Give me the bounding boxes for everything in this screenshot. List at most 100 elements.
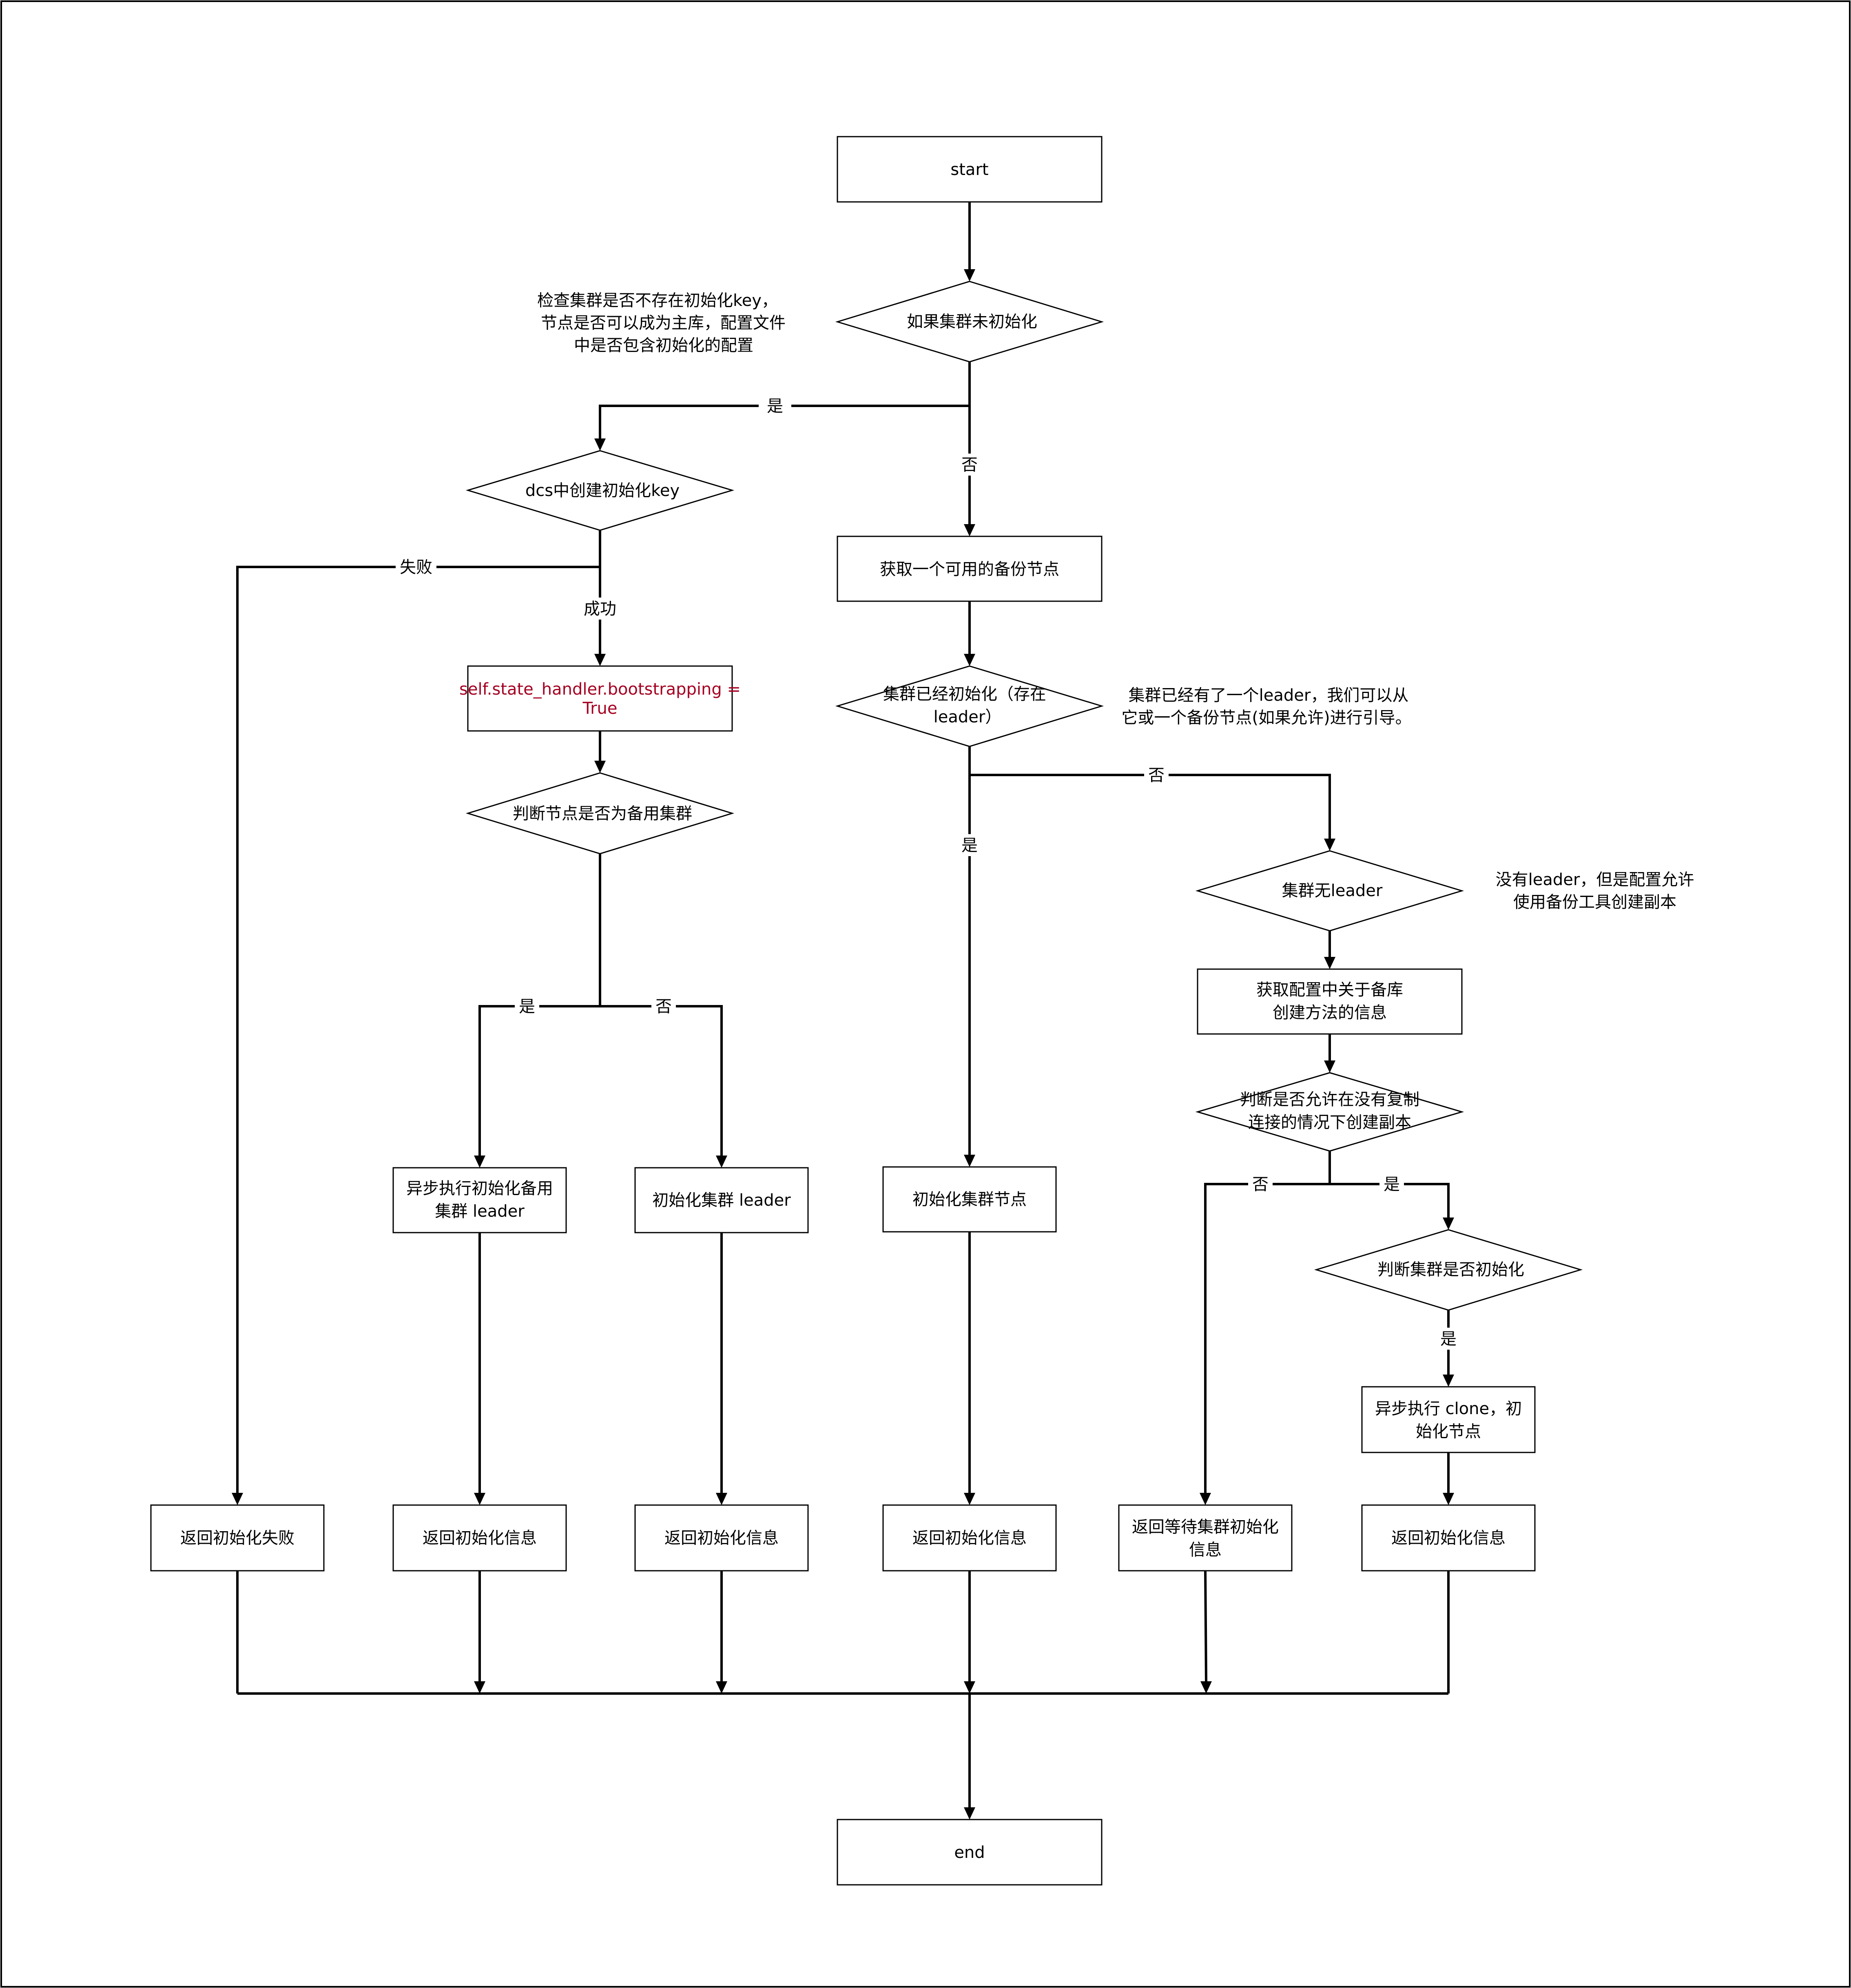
process-get-config: 获取配置中关于备库 创建方法的信息 [1197, 968, 1463, 1035]
svg-text:返回初始化失败: 返回初始化失败 [180, 1529, 294, 1547]
svg-text:self.state_handler.bootstrappi: self.state_handler.bootstrapping = [459, 680, 741, 699]
arrow-backup [964, 524, 975, 536]
decision-dcs-create: dcs中创建初始化key [465, 450, 735, 531]
svg-text:leader）: leader） [934, 708, 1002, 726]
arrow-bootstrapping [594, 654, 606, 666]
note-no-leader: 没有leader，但是配置允许 使用备份工具创建副本 [1496, 870, 1694, 912]
svg-text:否: 否 [655, 997, 672, 1016]
arrow-ret1 [474, 1493, 485, 1505]
edge-label-inited-no: 否 [1144, 764, 1169, 786]
svg-text:是: 是 [1440, 1330, 1457, 1348]
decision-uninit: 如果集群未初始化 [835, 281, 1104, 363]
svg-text:返回初始化信息: 返回初始化信息 [664, 1529, 779, 1547]
svg-text:否: 否 [1252, 1175, 1269, 1194]
end-node: end [837, 1819, 1103, 1886]
edge-ret-wait-merge [1204, 1570, 1207, 1682]
svg-text:始化节点: 始化节点 [1416, 1422, 1481, 1441]
svg-text:判断节点是否为备用集群: 判断节点是否为备用集群 [513, 804, 692, 823]
svg-text:是: 是 [961, 836, 978, 855]
decision-check-inited: 判断集群是否初始化 [1314, 1229, 1583, 1311]
arrow-merge-3 [964, 1681, 975, 1694]
edge-standby-no [600, 1005, 723, 1156]
edge-labels: 是 否 失败 成功 否 是 是 否 [396, 395, 1461, 1350]
arrow-inited [964, 654, 975, 666]
svg-text:使用备份工具创建副本: 使用备份工具创建副本 [1513, 893, 1676, 912]
svg-text:异步执行初始化备用: 异步执行初始化备用 [406, 1179, 553, 1198]
edge-label-uninit-yes: 是 [759, 395, 791, 417]
svg-text:否: 否 [1148, 766, 1165, 785]
arrow-ret2 [716, 1493, 727, 1505]
arrow-config [1324, 957, 1335, 969]
edges [232, 202, 1454, 1820]
svg-text:集群 leader: 集群 leader [435, 1202, 525, 1221]
arrow-check [1443, 1218, 1454, 1230]
svg-text:dcs中创建初始化key: dcs中创建初始化key [525, 481, 680, 500]
process-bootstrapping: self.state_handler.bootstrapping = True [459, 665, 741, 732]
arrow-async-standby [474, 1156, 485, 1168]
edge-label-uninit-no: 否 [957, 454, 982, 476]
edge-label-allow-no: 否 [1248, 1173, 1273, 1195]
svg-text:信息: 信息 [1189, 1541, 1222, 1559]
svg-text:成功: 成功 [584, 600, 616, 618]
note-check-conditions: 检查集群是否不存在初始化key， 节点是否可以成为主库，配置文件 中是否包含初始… [537, 291, 786, 355]
arrow-no-leader [1324, 839, 1335, 851]
arrow-clone [1443, 1375, 1454, 1387]
svg-text:没有leader，但是配置允许: 没有leader，但是配置允许 [1496, 870, 1694, 889]
edge-label-allow-yes: 是 [1379, 1173, 1404, 1195]
decision-inited: 集群已经初始化（存在 leader） [835, 665, 1104, 747]
edge-allow-yes [1330, 1183, 1450, 1218]
svg-text:集群已经初始化（存在: 集群已经初始化（存在 [883, 685, 1046, 704]
svg-text:集群无leader: 集群无leader [1282, 881, 1383, 900]
svg-text:连接的情况下创建副本: 连接的情况下创建副本 [1248, 1113, 1411, 1132]
svg-text:end: end [954, 1843, 985, 1862]
decision-no-leader: 集群无leader [1195, 850, 1464, 932]
svg-text:判断集群是否初始化: 判断集群是否初始化 [1377, 1260, 1524, 1279]
svg-text:True: True [582, 699, 618, 718]
edge-label-check-yes: 是 [1436, 1328, 1461, 1350]
process-init-cluster-node: 初始化集群节点 [882, 1166, 1057, 1233]
edge-label-dcs-fail: 失败 [396, 556, 436, 578]
return-init-info-2: 返回初始化信息 [634, 1504, 809, 1572]
svg-text:返回初始化信息: 返回初始化信息 [1391, 1529, 1506, 1547]
svg-text:初始化集群节点: 初始化集群节点 [912, 1190, 1027, 1209]
svg-text:异步执行 clone，初: 异步执行 clone，初 [1375, 1399, 1522, 1418]
svg-text:创建方法的信息: 创建方法的信息 [1273, 1003, 1387, 1022]
return-wait-init: 返回等待集群初始化 信息 [1118, 1504, 1293, 1572]
svg-text:判断是否允许在没有复制: 判断是否允许在没有复制 [1240, 1090, 1419, 1109]
arrow-ret4 [1443, 1493, 1454, 1505]
svg-text:返回初始化信息: 返回初始化信息 [423, 1529, 537, 1547]
svg-text:它或一个备份节点(如果允许)进行引导。: 它或一个备份节点(如果允许)进行引导。 [1121, 708, 1411, 727]
svg-text:否: 否 [961, 456, 978, 474]
process-async-standby-leader: 异步执行初始化备用 集群 leader [392, 1167, 567, 1233]
svg-text:获取配置中关于备库: 获取配置中关于备库 [1256, 981, 1403, 999]
svg-text:节点是否可以成为主库，配置文件: 节点是否可以成为主库，配置文件 [541, 314, 786, 332]
svg-text:初始化集群 leader: 初始化集群 leader [652, 1191, 791, 1210]
edge-standby-yes [478, 854, 601, 1156]
return-init-failed: 返回初始化失败 [150, 1504, 325, 1572]
arrow-ret-fail [232, 1493, 243, 1505]
svg-text:是: 是 [519, 997, 535, 1016]
annotations: 检查集群是否不存在初始化key， 节点是否可以成为主库，配置文件 中是否包含初始… [537, 291, 1694, 912]
svg-text:集群已经有了一个leader，我们可以从: 集群已经有了一个leader，我们可以从 [1129, 686, 1409, 705]
edge-inited-no [970, 774, 1331, 839]
process-async-clone: 异步执行 clone，初 始化节点 [1361, 1386, 1536, 1453]
note-has-leader: 集群已经有了一个leader，我们可以从 它或一个备份节点(如果允许)进行引导。 [1121, 686, 1411, 727]
svg-text:是: 是 [767, 397, 783, 416]
edge-label-inited-yes: 是 [957, 834, 982, 856]
svg-text:是: 是 [1384, 1175, 1400, 1194]
arrow-allow [1324, 1060, 1335, 1073]
arrow-uninit [964, 269, 975, 281]
edge-label-standby-no: 否 [651, 995, 676, 1017]
arrow-init-leader [716, 1156, 727, 1168]
svg-text:返回初始化信息: 返回初始化信息 [912, 1529, 1027, 1547]
svg-text:获取一个可用的备份节点: 获取一个可用的备份节点 [880, 560, 1059, 579]
arrow-init-node [964, 1155, 975, 1167]
process-init-cluster-leader: 初始化集群 leader [634, 1167, 809, 1233]
return-init-info-3: 返回初始化信息 [882, 1504, 1057, 1572]
edge-label-dcs-success: 成功 [580, 598, 620, 620]
return-init-info-4: 返回初始化信息 [1361, 1504, 1536, 1572]
decision-is-standby: 判断节点是否为备用集群 [465, 772, 735, 855]
arrow-standby [594, 761, 606, 773]
nodes: start 如果集群未初始化 dcs中创建初始化key 获取一个可用的备份节点 … [150, 136, 1583, 1886]
